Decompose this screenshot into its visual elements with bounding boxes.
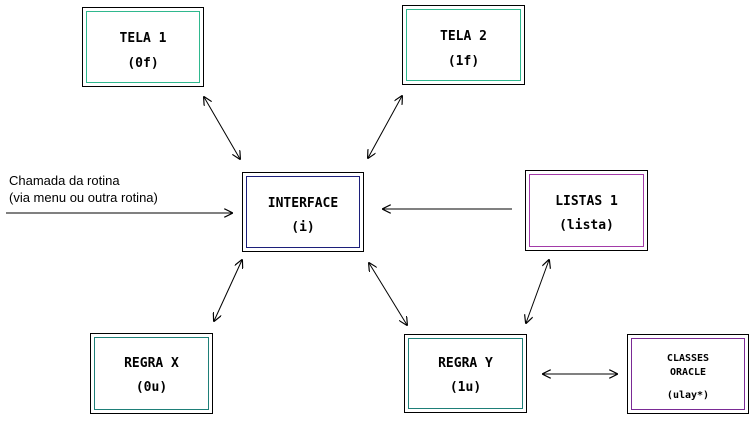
interface-code: (i) bbox=[291, 220, 315, 235]
arrow-tela2-interface bbox=[368, 96, 402, 158]
listas1-node: LISTAS 1 (lista) bbox=[525, 170, 648, 251]
caption-line-2: (via menu ou outra rotina) bbox=[9, 190, 158, 205]
classes-oracle-node: CLASSES ORACLE (ulay*) bbox=[627, 334, 749, 414]
interface-node: INTERFACE (i) bbox=[242, 172, 364, 252]
arrow-interface-regray bbox=[369, 263, 407, 325]
routine-call-caption: Chamada da rotina (via menu ou outra rot… bbox=[9, 172, 158, 206]
listas1-code: (lista) bbox=[559, 218, 614, 233]
classes-oracle-code: (ulay*) bbox=[666, 390, 710, 401]
listas1-title: LISTAS 1 bbox=[555, 194, 618, 209]
caption-line-1: Chamada da rotina bbox=[9, 173, 120, 188]
tela2-code: (1f) bbox=[447, 54, 480, 69]
regray-code: (1u) bbox=[449, 380, 482, 395]
regrax-node: REGRA X (0u) bbox=[90, 333, 213, 414]
tela1-code: (0f) bbox=[127, 56, 159, 71]
tela1-node: TELA 1 (0f) bbox=[82, 7, 204, 87]
tela1-node-frame bbox=[86, 11, 200, 83]
tela2-node: TELA 2 (1f) bbox=[402, 5, 525, 85]
tela1-title: TELA 1 bbox=[119, 31, 167, 46]
regrax-code: (0u) bbox=[135, 380, 168, 395]
arrow-tela1-interface bbox=[204, 97, 240, 159]
oracle-title: ORACLE bbox=[669, 367, 707, 378]
regray-node: REGRA Y (1u) bbox=[404, 334, 527, 413]
arrow-listas1-regray bbox=[526, 260, 549, 323]
classes-title: CLASSES bbox=[666, 353, 710, 364]
regray-title: REGRA Y bbox=[438, 356, 493, 371]
classes-oracle-node-frame bbox=[631, 338, 745, 410]
tela2-node-frame bbox=[406, 9, 521, 81]
arrow-interface-regrax bbox=[214, 260, 242, 321]
tela2-title: TELA 2 bbox=[440, 29, 487, 44]
interface-title: INTERFACE bbox=[267, 196, 339, 211]
regrax-node-frame bbox=[94, 337, 209, 410]
interface-node-frame bbox=[246, 176, 360, 248]
regrax-title: REGRA X bbox=[124, 356, 179, 371]
listas1-node-frame bbox=[529, 174, 644, 247]
regray-node-frame bbox=[408, 338, 523, 409]
